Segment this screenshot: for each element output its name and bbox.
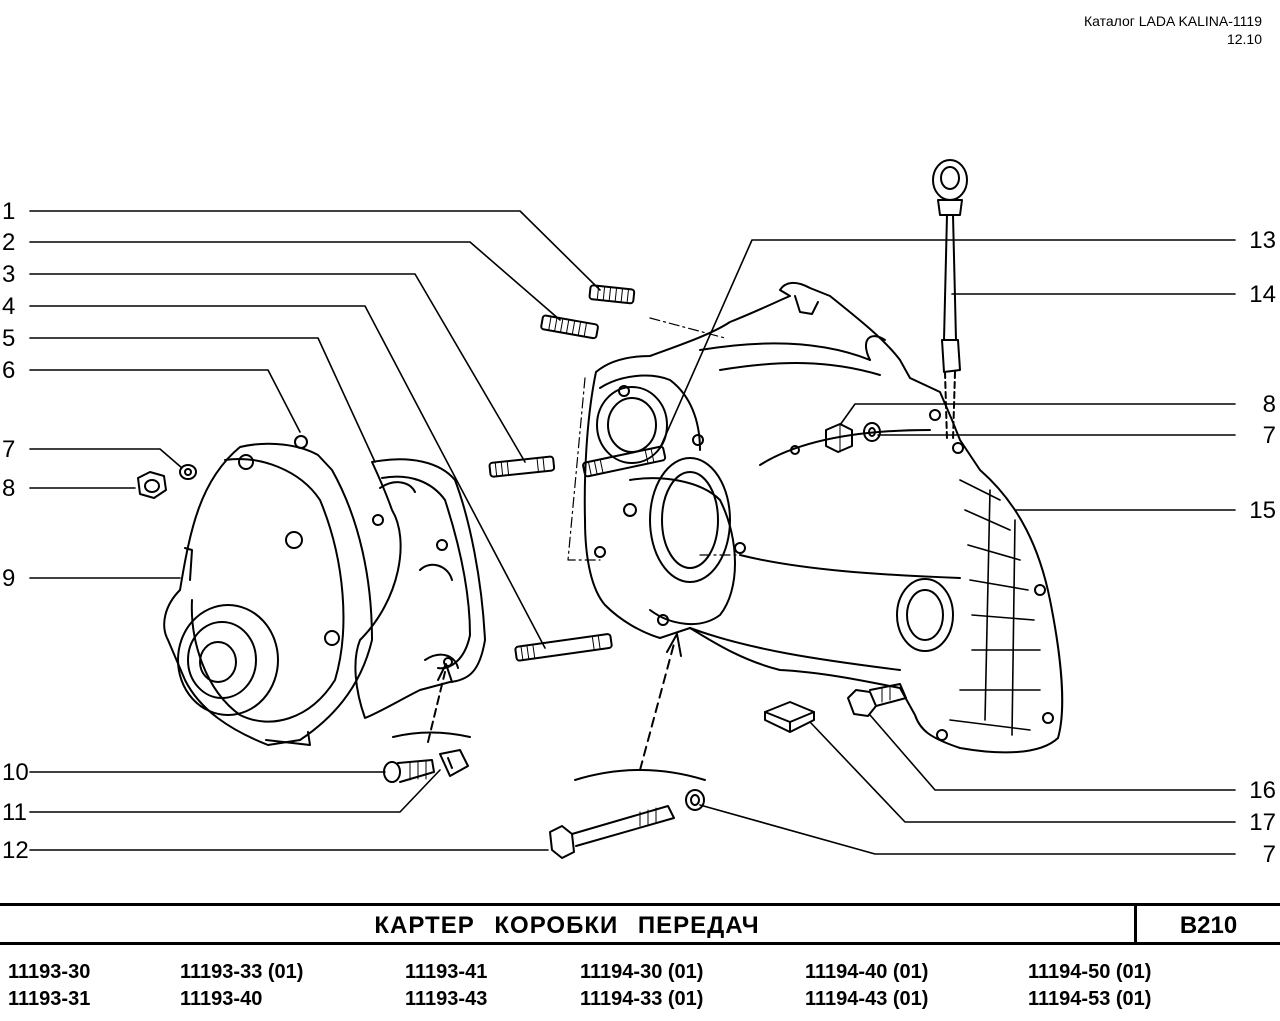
callout-right-17: 17 bbox=[1249, 809, 1276, 836]
callout-right-16: 16 bbox=[1249, 777, 1276, 804]
callout-left-4: 4 bbox=[2, 293, 15, 320]
studs bbox=[488, 284, 667, 662]
model-code: 11193-31 bbox=[8, 988, 91, 1010]
leader-11 bbox=[29, 769, 441, 813]
bolt-10 bbox=[383, 759, 435, 783]
callout-left-7: 7 bbox=[2, 436, 15, 463]
rear-cover-9 bbox=[163, 435, 373, 746]
drain-plug-16 bbox=[847, 683, 907, 717]
model-code: 11193-40 bbox=[180, 988, 263, 1010]
magnet-17 bbox=[764, 701, 815, 733]
title-divider bbox=[1134, 906, 1137, 942]
bolt-12 bbox=[549, 805, 675, 859]
housing-15 bbox=[583, 282, 1064, 754]
assembly-axes bbox=[567, 317, 741, 561]
leader-1 bbox=[29, 210, 601, 291]
stud-3 bbox=[488, 455, 556, 478]
catalog-name: Каталог LADA KALINA-1119 bbox=[1083, 13, 1262, 29]
leader-5 bbox=[29, 337, 376, 463]
model-code: 11194-50 (01) bbox=[1028, 961, 1152, 983]
nut-8-left bbox=[137, 471, 167, 499]
callout-left-1: 1 bbox=[2, 198, 15, 225]
callout-left-5: 5 bbox=[2, 325, 15, 352]
catalog-header: Каталог LADA KALINA-1119 12.10 bbox=[1084, 12, 1262, 48]
callout-left-10: 10 bbox=[2, 759, 29, 786]
washer-7-right bbox=[863, 422, 881, 442]
callout-right-13: 13 bbox=[1249, 227, 1276, 254]
leader-16 bbox=[869, 714, 1236, 791]
gasket-5 bbox=[354, 458, 486, 719]
callout-right-14: 14 bbox=[1249, 281, 1276, 308]
stud-4 bbox=[514, 633, 613, 662]
model-code: 11194-40 (01) bbox=[805, 961, 929, 983]
callout-right-8: 8 bbox=[1263, 391, 1276, 418]
dipstick-14 bbox=[932, 159, 968, 441]
leader-8-right bbox=[839, 403, 1236, 426]
leader-7-bottom bbox=[699, 804, 1236, 855]
title-bar: КАРТЕР КОРОБКИ ПЕРЕДАЧ B210 bbox=[0, 903, 1280, 945]
model-code: 11193-41 bbox=[405, 961, 488, 983]
leader-6 bbox=[29, 369, 301, 433]
diagram-code: B210 bbox=[1179, 912, 1238, 939]
callout-right-15: 15 bbox=[1249, 497, 1276, 524]
model-code: 11194-53 (01) bbox=[1028, 988, 1152, 1010]
model-code: 11193-33 (01) bbox=[180, 961, 304, 983]
leader-lines-left bbox=[29, 210, 601, 851]
model-code: 11193-43 bbox=[405, 988, 488, 1010]
callout-left-8: 8 bbox=[2, 475, 15, 502]
washer-7-bottom bbox=[685, 789, 705, 811]
callout-right-7: 7 bbox=[1263, 422, 1276, 449]
leader-3 bbox=[29, 273, 526, 463]
model-code: 11194-30 (01) bbox=[580, 961, 704, 983]
model-code: 11193-30 bbox=[8, 961, 91, 983]
clip-11 bbox=[439, 749, 469, 777]
leader-7-left bbox=[29, 448, 183, 469]
leader-2 bbox=[29, 241, 561, 321]
diagram-title: КАРТЕР КОРОБКИ ПЕРЕДАЧ bbox=[374, 912, 760, 939]
leader-13 bbox=[659, 239, 1236, 449]
model-code: 11194-43 (01) bbox=[805, 988, 929, 1010]
nut-8-right bbox=[825, 423, 853, 453]
leader-lines-right bbox=[659, 239, 1236, 855]
callout-left-9: 9 bbox=[2, 565, 15, 592]
callouts-right: 13 14 8 7 15 16 17 7 bbox=[1249, 227, 1276, 868]
leader-17 bbox=[809, 721, 1236, 823]
stud-1 bbox=[588, 284, 636, 305]
catalog-date: 12.10 bbox=[1226, 31, 1262, 47]
stud-13 bbox=[582, 445, 667, 478]
callout-left-2: 2 bbox=[2, 229, 15, 256]
model-code: 11194-33 (01) bbox=[580, 988, 704, 1010]
leader-4 bbox=[29, 305, 546, 649]
washer-7-left bbox=[179, 464, 197, 480]
callout-left-3: 3 bbox=[2, 261, 15, 288]
callout-left-6: 6 bbox=[2, 357, 15, 384]
callout-right-7: 7 bbox=[1263, 841, 1276, 868]
callout-left-12: 12 bbox=[2, 837, 29, 864]
stud-2 bbox=[540, 314, 599, 340]
callout-left-11: 11 bbox=[2, 799, 27, 826]
